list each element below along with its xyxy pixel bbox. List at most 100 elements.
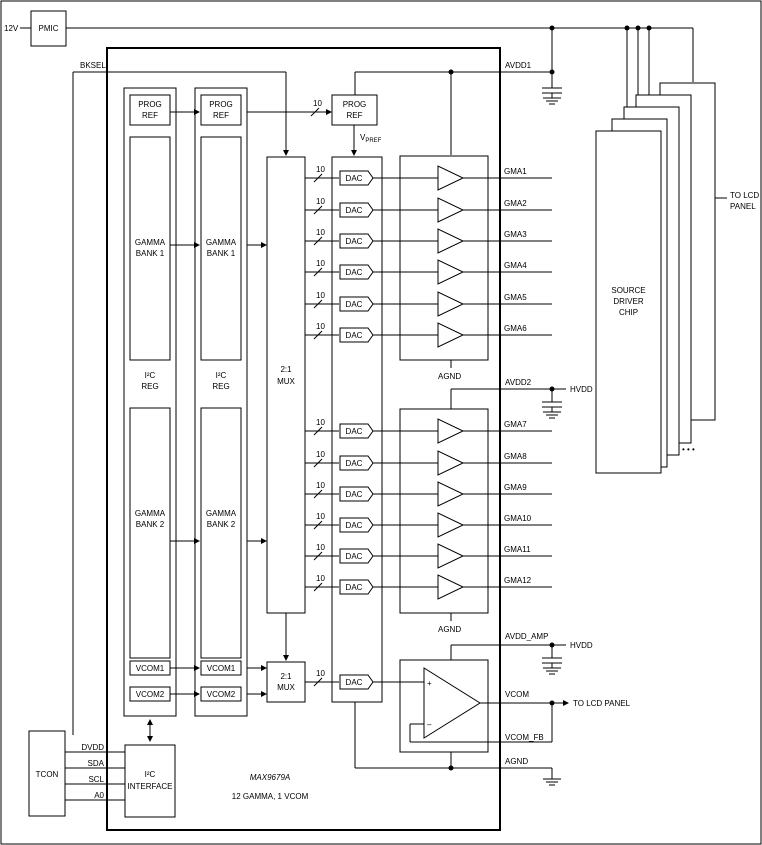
bus-slash	[313, 489, 323, 499]
bus-width-text: 10	[316, 481, 325, 490]
label-12v: 12V	[4, 24, 19, 33]
bus-slash	[313, 520, 323, 530]
gamma-bank1-text: GAMMA	[206, 238, 237, 247]
gamma-output-label: GMA1	[504, 167, 527, 176]
prog-ref-text: PROG	[209, 100, 233, 109]
gamma-output-label: GMA9	[504, 483, 527, 492]
prog-ref-reg-left	[129, 94, 171, 126]
gamma-output-label: GMA10	[504, 514, 532, 523]
bus-width-text: 10	[316, 512, 325, 521]
buffer-amp-8	[437, 450, 465, 476]
vcom2-text: VCOM2	[207, 690, 236, 699]
gamma-bank2-left	[129, 407, 171, 659]
vcom2-reg-right	[200, 686, 242, 702]
agnd-label-bottom: AGND	[505, 757, 528, 766]
dac-text: DAC	[346, 331, 363, 340]
dac-text: DAC	[346, 552, 363, 561]
prog-ref-text: PROG	[343, 100, 367, 109]
vcom-amplifier	[423, 667, 481, 739]
max9679a-chip-outline	[106, 47, 501, 831]
dac-text: DAC	[346, 300, 363, 309]
mux-text: MUX	[277, 377, 295, 386]
i2c-reg-text: REG	[141, 382, 158, 391]
gamma-bank2-text: BANK 2	[207, 520, 236, 529]
part-description: 12 GAMMA, 1 VCOM	[232, 792, 309, 801]
vcom1-text: VCOM1	[207, 664, 236, 673]
bus-slash	[313, 582, 323, 592]
bus-slash	[313, 299, 323, 309]
source-driver-text: SOURCE	[611, 286, 645, 295]
buffer-amp-6	[437, 322, 465, 348]
buffer-amp-9	[437, 481, 465, 507]
buffer-amp-5	[437, 291, 465, 317]
buffer-amp-11	[437, 543, 465, 569]
pin-label-a0: A0	[94, 791, 104, 800]
bus-width-text: 10	[313, 99, 322, 108]
buffer-amp-2	[437, 197, 465, 223]
panel-label: PANEL	[730, 202, 756, 211]
i2c-interface-block	[124, 744, 176, 818]
vcom1-reg-right	[200, 660, 242, 676]
gamma-output-label: GMA7	[504, 420, 527, 429]
i2c-interface-text: INTERFACE	[128, 782, 173, 791]
prog-ref-reg-right	[200, 94, 242, 126]
minus-sign: –	[427, 720, 432, 729]
prog-ref-text: REF	[347, 111, 363, 120]
mux-vcom	[266, 661, 306, 703]
bus-slash	[313, 426, 323, 436]
buffer-amp-10	[437, 512, 465, 538]
dac-1	[339, 170, 374, 186]
mux-main	[266, 156, 306, 614]
dac-12	[339, 579, 374, 595]
vcom-label: VCOM	[505, 690, 529, 699]
dac-vcom	[339, 674, 374, 690]
agnd-label-1: AGND	[438, 372, 461, 381]
vpref-label: VPREF	[360, 133, 382, 144]
dac-text: DAC	[346, 206, 363, 215]
bus-width-text: 10	[316, 165, 325, 174]
pmic-block	[30, 10, 67, 47]
bus-width-text: 10	[316, 450, 325, 459]
bus-width-text: 10	[316, 291, 325, 300]
buffer-amp-12	[437, 574, 465, 600]
gamma-output-label: GMA6	[504, 324, 527, 333]
dac-text: DAC	[346, 583, 363, 592]
vcom1-text: VCOM1	[136, 664, 165, 673]
source-driver-text: CHIP	[619, 308, 638, 317]
ellipsis: • • •	[682, 445, 695, 454]
gamma-bank1-text: BANK 1	[136, 249, 165, 258]
gamma-bank1-text: GAMMA	[135, 238, 166, 247]
pin-label-dvdd: DVDD	[81, 743, 104, 752]
part-number: MAX9679A	[250, 773, 290, 782]
gamma-output-label: GMA12	[504, 576, 532, 585]
dac-11	[339, 548, 374, 564]
dac-10	[339, 517, 374, 533]
dac-text: DAC	[346, 237, 363, 246]
bus-width-text: 10	[316, 259, 325, 268]
bus-slash	[313, 330, 323, 340]
bus-width-text: 10	[316, 197, 325, 206]
gamma-output-label: GMA3	[504, 230, 527, 239]
dac-text: DAC	[346, 459, 363, 468]
gamma-bank2-text: BANK 2	[136, 520, 165, 529]
to-lcd-label: TO LCD	[730, 191, 759, 200]
bus-slash	[313, 236, 323, 246]
buffer-amp-7	[437, 418, 465, 444]
buffer-amp-3	[437, 228, 465, 254]
bus-width-text: 10	[316, 418, 325, 427]
avdd2-label: AVDD2	[505, 378, 532, 387]
bus-width-text: 10	[316, 322, 325, 331]
vcom2-text: VCOM2	[136, 690, 165, 699]
prog-ref-text: PROG	[138, 100, 162, 109]
mux-text: 2:1	[280, 365, 292, 374]
buffer-amp-4	[437, 259, 465, 285]
gamma-output-label: GMA11	[504, 545, 531, 554]
dac-text: DAC	[346, 521, 363, 530]
i2c-interface-text: I²C	[145, 770, 156, 779]
tcon-block	[28, 730, 66, 817]
pin-label-sda: SDA	[88, 759, 105, 768]
dac-text: DAC	[346, 678, 363, 687]
dac-text: DAC	[346, 174, 363, 183]
to-lcd-panel-label: TO LCD PANEL	[573, 699, 631, 708]
